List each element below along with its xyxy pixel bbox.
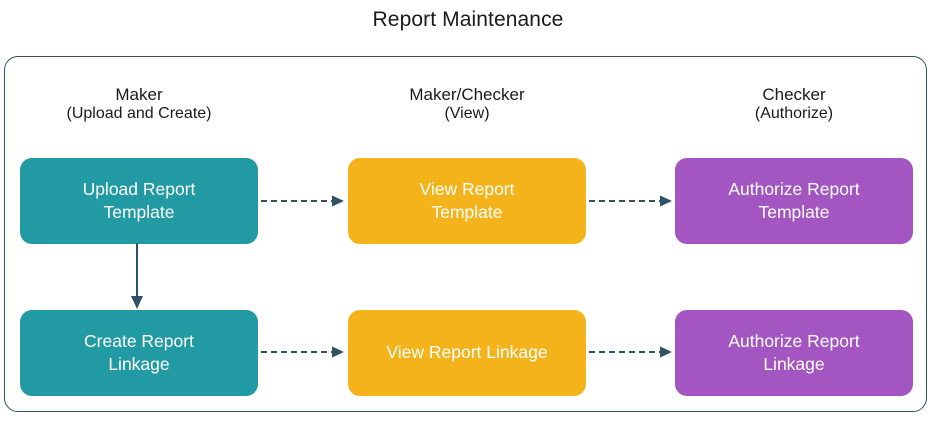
node-upload-report-template[interactable]: Upload Report Template xyxy=(20,158,258,244)
column-header-checker-action: (Authorize) xyxy=(754,105,834,123)
node-view-report-template[interactable]: View Report Template xyxy=(348,158,586,244)
column-header-maker-checker: Maker/Checker (View) xyxy=(348,85,586,124)
node-create-report-linkage[interactable]: Create Report Linkage xyxy=(20,310,258,396)
node-authorize-report-linkage[interactable]: Authorize Report Linkage xyxy=(675,310,913,396)
column-header-maker-checker-action: (View) xyxy=(444,105,490,123)
page-title: Report Maintenance xyxy=(372,8,564,31)
column-header-maker-checker-role: Maker/Checker xyxy=(409,85,525,104)
column-header-maker-action: (Upload and Create) xyxy=(66,105,212,123)
node-view-report-linkage[interactable]: View Report Linkage xyxy=(348,310,586,396)
column-header-checker: Checker (Authorize) xyxy=(675,85,913,124)
column-header-checker-role: Checker xyxy=(762,85,826,104)
column-header-maker: Maker (Upload and Create) xyxy=(20,85,258,124)
node-authorize-report-template[interactable]: Authorize Report Template xyxy=(675,158,913,244)
column-header-maker-role: Maker xyxy=(115,85,163,104)
